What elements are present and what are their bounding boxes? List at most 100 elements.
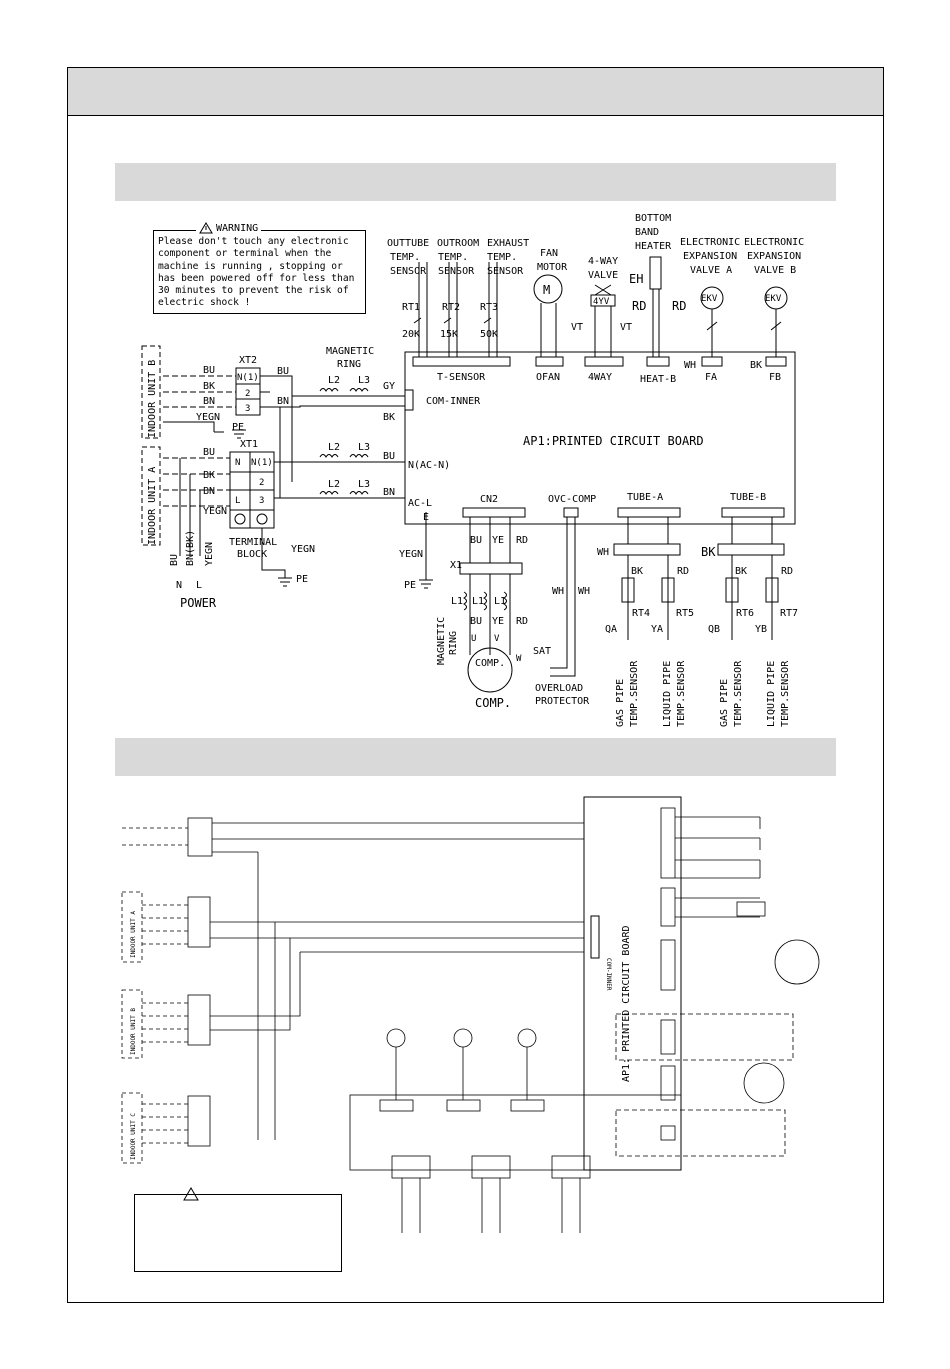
- outroom-label-3: SENSOR: [438, 266, 475, 277]
- comp-v-label: V: [494, 634, 500, 644]
- wire-bk-label-a: BK: [203, 470, 215, 481]
- eh-label: EH: [629, 272, 643, 286]
- xt1-row-3: 3: [259, 496, 264, 506]
- power-n-label: N: [176, 580, 182, 591]
- ekv-a-label-1: ELECTRONIC: [680, 237, 740, 248]
- l2-label-3: L2: [328, 479, 340, 490]
- rt1-label: RT1: [402, 302, 420, 313]
- magnetic-ring-coil: [319, 388, 369, 392]
- comp-u-label: U: [471, 634, 476, 644]
- t-sensor-connector: [412, 356, 511, 367]
- section-band-lower: [115, 738, 836, 776]
- rt5-label: RT5: [676, 608, 694, 619]
- comp-ye-label-2: YE: [492, 616, 504, 627]
- comp-ye-label: YE: [492, 535, 504, 546]
- rt4-sensor: [621, 577, 635, 603]
- pe-label-3: PE: [404, 580, 416, 591]
- warning-heading: WARNING: [196, 222, 262, 234]
- rt6-sensor: [725, 577, 739, 603]
- power-yegn-label: YEGN: [204, 542, 215, 566]
- pcb-title: AP1:PRINTED CIRCUIT BOARD: [523, 434, 704, 448]
- wire-bu-label: BU: [203, 365, 215, 376]
- cn2-label: CN2: [480, 494, 498, 505]
- fa-connector: [701, 356, 723, 367]
- wire-bk-label: BK: [203, 381, 215, 392]
- exhaust-label-3: SENSOR: [487, 266, 524, 277]
- wire-yegn-label: YEGN: [196, 412, 220, 423]
- overload-protector: [550, 517, 576, 677]
- rt4-bk-label: BK: [631, 566, 643, 577]
- valve-symbol: 4YV: [593, 297, 610, 307]
- terminal-block-label-2: BLOCK: [237, 549, 267, 560]
- comp-w-label: W: [516, 654, 522, 664]
- liquid-pipe-b-label-1: LIQUID PIPE: [766, 661, 777, 727]
- power-bnbk-label: BN(BK): [185, 530, 196, 566]
- ekv-b-label-1: ELECTRONIC: [744, 237, 804, 248]
- vt-label-1: VT: [571, 322, 583, 333]
- ground-icon: [419, 579, 433, 589]
- ekv-b-symbol: EKV: [765, 294, 782, 304]
- valve-label-2: VALVE: [588, 270, 618, 281]
- wire-bn-label-3: BN: [383, 487, 395, 498]
- tube-a-connector: [617, 507, 681, 518]
- l1-label-2: L1: [472, 596, 484, 607]
- e-label: E: [423, 512, 429, 523]
- outroom-label-2: TEMP.: [438, 252, 468, 263]
- lower-unit-a-label: INDOOR UNIT A: [130, 911, 137, 958]
- exhaust-label-1: EXHAUST: [487, 238, 529, 249]
- 4way-connector: [584, 356, 624, 367]
- tube-a-wh-label: WH: [597, 547, 609, 558]
- gas-pipe-a-label-1: GAS PIPE: [615, 679, 626, 727]
- indoor-unit-b-box: [141, 345, 161, 439]
- ovc-comp-connector: [563, 507, 579, 518]
- wire-bk-label-3: BK: [383, 412, 395, 423]
- outroom-label-1: OUTROOM: [437, 238, 479, 249]
- l2-label-1: L2: [328, 375, 340, 386]
- wire-bu-label-3: BU: [383, 451, 395, 462]
- ofan-label: OFAN: [536, 372, 560, 383]
- ofan-connector: [535, 356, 564, 367]
- lower-unit-c-label: INDOOR UNIT C: [130, 1113, 137, 1160]
- r2-label: 15K: [440, 329, 458, 340]
- l3-label-1: L3: [358, 375, 370, 386]
- section-band-upper: [115, 163, 836, 201]
- lower-indoor-unit-a: [121, 891, 143, 963]
- ground-icon: [232, 429, 246, 439]
- liquid-pipe-b-label-2: TEMP.SENSOR: [780, 660, 791, 727]
- wire-bn-label: BN: [203, 396, 215, 407]
- rd-label-2: RD: [672, 299, 686, 313]
- gas-pipe-b-label-1: GAS PIPE: [719, 679, 730, 727]
- qb-label: QB: [708, 624, 720, 635]
- rt5-sensor: [661, 577, 675, 603]
- tube-b-label: TUBE-B: [730, 492, 766, 503]
- yb-label: YB: [755, 624, 767, 635]
- heater-label-2: BAND: [635, 227, 659, 238]
- x1-label: X1: [450, 560, 462, 571]
- wire-yegn-label-b: YEGN: [291, 544, 315, 555]
- comp-bu-label-2: BU: [470, 616, 482, 627]
- comp-rd-label: RD: [516, 535, 528, 546]
- tube-b-connector: [721, 507, 785, 518]
- liquid-pipe-a-label-1: LIQUID PIPE: [662, 661, 673, 727]
- liquid-pipe-a-label-2: TEMP.SENSOR: [676, 660, 687, 727]
- heater-icon: [649, 256, 662, 290]
- terminal-block-label-1: TERMINAL: [229, 537, 277, 548]
- lower-indoor-unit-c: [121, 1092, 143, 1164]
- wire-gy-label: GY: [383, 381, 395, 392]
- rt7-rd-label: RD: [781, 566, 793, 577]
- ya-label: YA: [651, 624, 663, 635]
- n-ac-label: N(AC-N): [408, 460, 450, 471]
- l1-label-1: L1: [451, 596, 463, 607]
- pcb-board: [404, 351, 796, 525]
- l1-label-3: L1: [494, 596, 506, 607]
- rt5-rd-label: RD: [677, 566, 689, 577]
- indoor-unit-b-label: INDOOR UNIT B: [147, 360, 158, 438]
- indoor-unit-a-label: INDOOR UNIT A: [147, 467, 158, 545]
- outtube-label-2: TEMP.: [390, 252, 420, 263]
- comp-magnetic-ring-label-1: MAGNETIC: [436, 617, 447, 665]
- l3-label-3: L3: [358, 479, 370, 490]
- r3-label: 50K: [480, 329, 498, 340]
- page-header-band: [67, 67, 884, 116]
- cn2-connector: [462, 507, 526, 518]
